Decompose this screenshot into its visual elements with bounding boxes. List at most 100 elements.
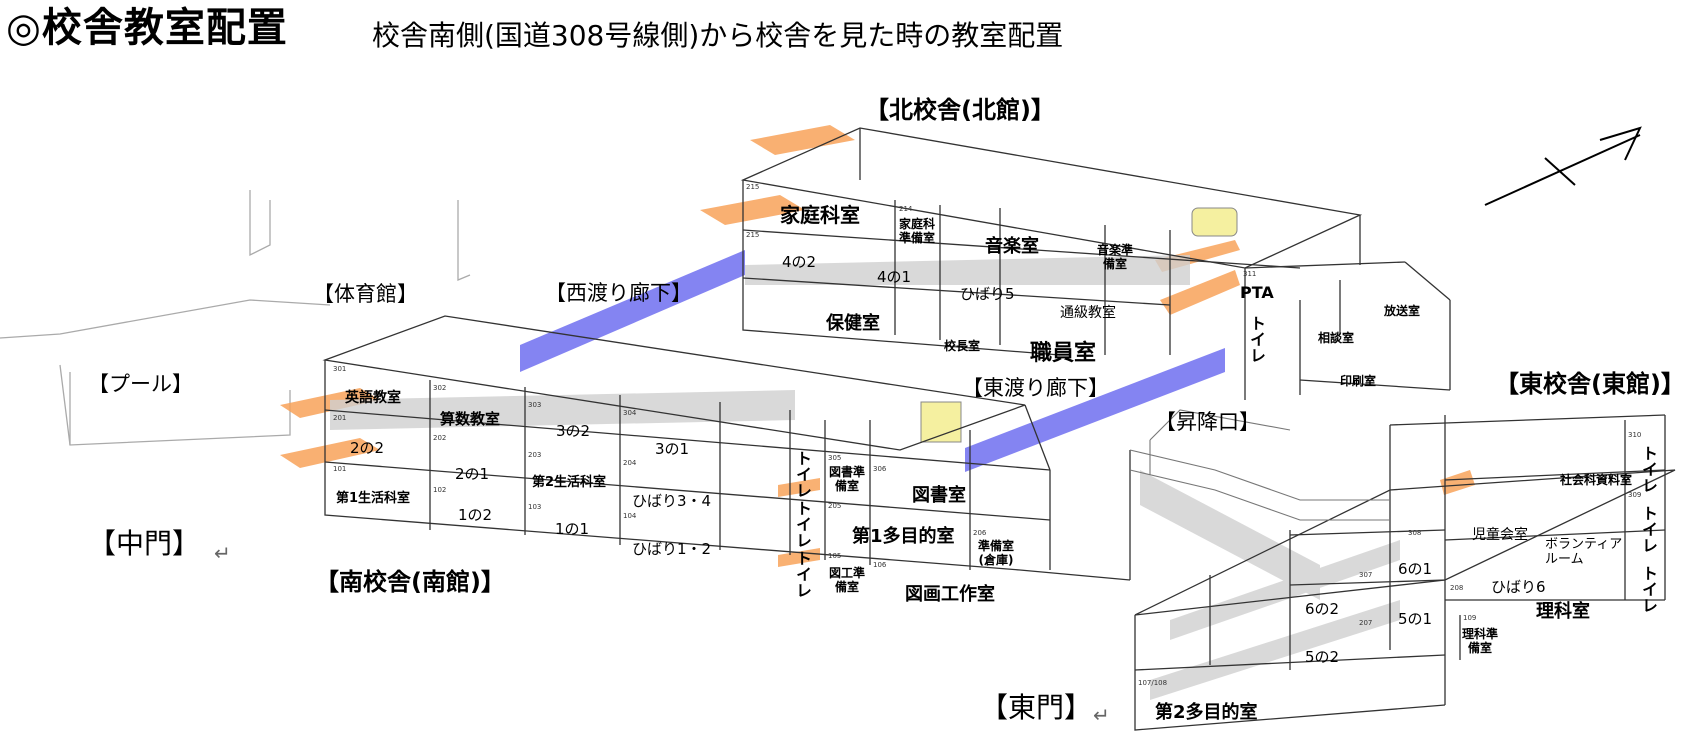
room-toilet-east-1f: トイレ xyxy=(1639,565,1658,613)
room-number: 205 xyxy=(828,502,842,510)
room-children: 児童会室 xyxy=(1472,527,1528,543)
room-math: 算数教室 xyxy=(440,410,501,428)
south-elevator-icon xyxy=(920,401,962,443)
west-corridor-label: 【西渡り廊下】 xyxy=(545,281,692,305)
room-number: 304 xyxy=(623,409,637,417)
room-number: 215 xyxy=(746,183,760,191)
room-number: 202 xyxy=(433,434,447,442)
room-life2: 第2生活科室 xyxy=(532,475,607,490)
east-corridor-shape xyxy=(965,348,1225,472)
room-multi2: 第2多目的室 xyxy=(1155,702,1258,723)
gym-label: 【体育館】 xyxy=(313,282,418,306)
pool-label: 【プール】 xyxy=(88,372,193,396)
room-4-2: 4の2 xyxy=(782,253,817,271)
north-building xyxy=(740,127,1451,400)
elevators xyxy=(920,207,1238,443)
room-art-prep: 図工準備室 xyxy=(828,566,865,594)
middle-gate-label: 【中門】 xyxy=(88,527,201,560)
north-elevator-icon xyxy=(1191,207,1238,237)
room-6-2: 6の2 xyxy=(1305,600,1340,618)
room-number: 302 xyxy=(433,384,447,392)
room-number: 311 xyxy=(1243,270,1257,278)
room-number: 203 xyxy=(528,451,542,459)
room-science: 理科室 xyxy=(1536,601,1590,622)
room-hibari6: ひばり6 xyxy=(1491,578,1546,596)
room-storage: 放送室 xyxy=(1384,304,1421,318)
room-hibari34: ひばり3・4 xyxy=(632,492,712,510)
room-toilet-south-3f: トイレ xyxy=(793,450,812,498)
page-title: ◎校舎教室配置 xyxy=(6,5,288,51)
room-5-1: 5の1 xyxy=(1398,610,1433,628)
room-toilet-south-1f: トイレ xyxy=(793,550,812,598)
room-1-1: 1の1 xyxy=(555,520,590,538)
room-number: 104 xyxy=(623,512,637,520)
stair-highlights xyxy=(280,125,1475,567)
room-number: 204 xyxy=(623,459,637,467)
room-home-ec: 家庭科室 xyxy=(780,203,860,227)
room-number: 306 xyxy=(873,465,887,473)
room-volunteer: ボランティアルーム xyxy=(1545,537,1623,567)
room-1-2: 1の2 xyxy=(458,506,493,524)
room-print: 印刷室 xyxy=(1340,374,1377,388)
north-building-label: 【北校舎(北館)】 xyxy=(865,96,1055,124)
return-mark: ↵ xyxy=(214,541,231,565)
west-corridor-shape xyxy=(520,250,745,372)
room-number: 106 xyxy=(873,561,887,569)
pool-outline xyxy=(59,364,291,446)
room-toilet-east-2f: トイレ xyxy=(1639,505,1658,553)
room-toilet-south-2f: トイレ xyxy=(793,500,812,548)
room-hibari12: ひばり1・2 xyxy=(632,540,712,558)
room-number: 105 xyxy=(828,552,842,560)
room-art: 図画工作室 xyxy=(905,584,995,605)
room-number: 308 xyxy=(1408,529,1422,537)
entrance-label: 【昇降口】 xyxy=(1155,410,1260,434)
corridors xyxy=(520,250,1225,472)
room-number: 207 xyxy=(1359,619,1373,627)
north-arrow-icon xyxy=(1484,126,1642,206)
gym-outline xyxy=(0,190,471,339)
walkways xyxy=(1129,409,1390,521)
east-building-label: 【東校舎(東館)】 xyxy=(1495,370,1685,398)
room-science-prep: 理科準備室 xyxy=(1462,627,1499,655)
room-multi1: 第1多目的室 xyxy=(852,526,955,547)
room-number: 201 xyxy=(333,414,347,422)
room-number: 305 xyxy=(828,454,842,462)
room-number: 109 xyxy=(1463,614,1477,622)
room-2-2: 2の2 xyxy=(350,439,385,457)
room-5-2: 5の2 xyxy=(1305,648,1340,666)
room-number: 208 xyxy=(1450,584,1464,592)
room-number: 303 xyxy=(528,401,542,409)
room-life1: 第1生活科室 xyxy=(336,491,411,506)
room-number: 101 xyxy=(333,465,347,473)
room-number: 301 xyxy=(333,365,347,373)
room-toilet-north: トイレ xyxy=(1247,315,1266,363)
floor-shading xyxy=(330,255,1400,700)
room-pta: PTA xyxy=(1240,283,1274,302)
room-counsel: 相談室 xyxy=(1318,331,1355,345)
room-number: 103 xyxy=(528,503,542,511)
room-number: 215 xyxy=(746,231,760,239)
east-building xyxy=(1134,414,1676,731)
room-6-1: 6の1 xyxy=(1398,560,1433,578)
room-number: 102 xyxy=(433,486,447,494)
room-library-prep: 図書準備室 xyxy=(828,465,865,493)
room-social-prep: 社会科資料室 xyxy=(1560,473,1633,487)
return-mark: ↵ xyxy=(1093,703,1110,727)
room-english: 英語教室 xyxy=(345,390,401,406)
room-hibari5: ひばり5 xyxy=(960,285,1015,303)
room-3-1: 3の1 xyxy=(655,440,690,458)
room-music: 音楽室 xyxy=(985,236,1039,257)
room-library: 図書室 xyxy=(912,485,966,506)
south-building xyxy=(322,315,1131,581)
room-health: 保健室 xyxy=(826,313,880,334)
room-number: 206 xyxy=(973,529,987,537)
room-4-1: 4の1 xyxy=(877,268,912,286)
east-gate-label: 【東門】 xyxy=(980,691,1093,724)
room-tsukyu: 通級教室 xyxy=(1060,305,1116,321)
room-number: 307 xyxy=(1359,571,1373,579)
room-number: 309 xyxy=(1628,491,1642,499)
room-number: 214 xyxy=(899,205,913,213)
room-staff: 職員室 xyxy=(1030,341,1097,366)
room-toilet-east-3f: トイレ xyxy=(1639,445,1658,493)
